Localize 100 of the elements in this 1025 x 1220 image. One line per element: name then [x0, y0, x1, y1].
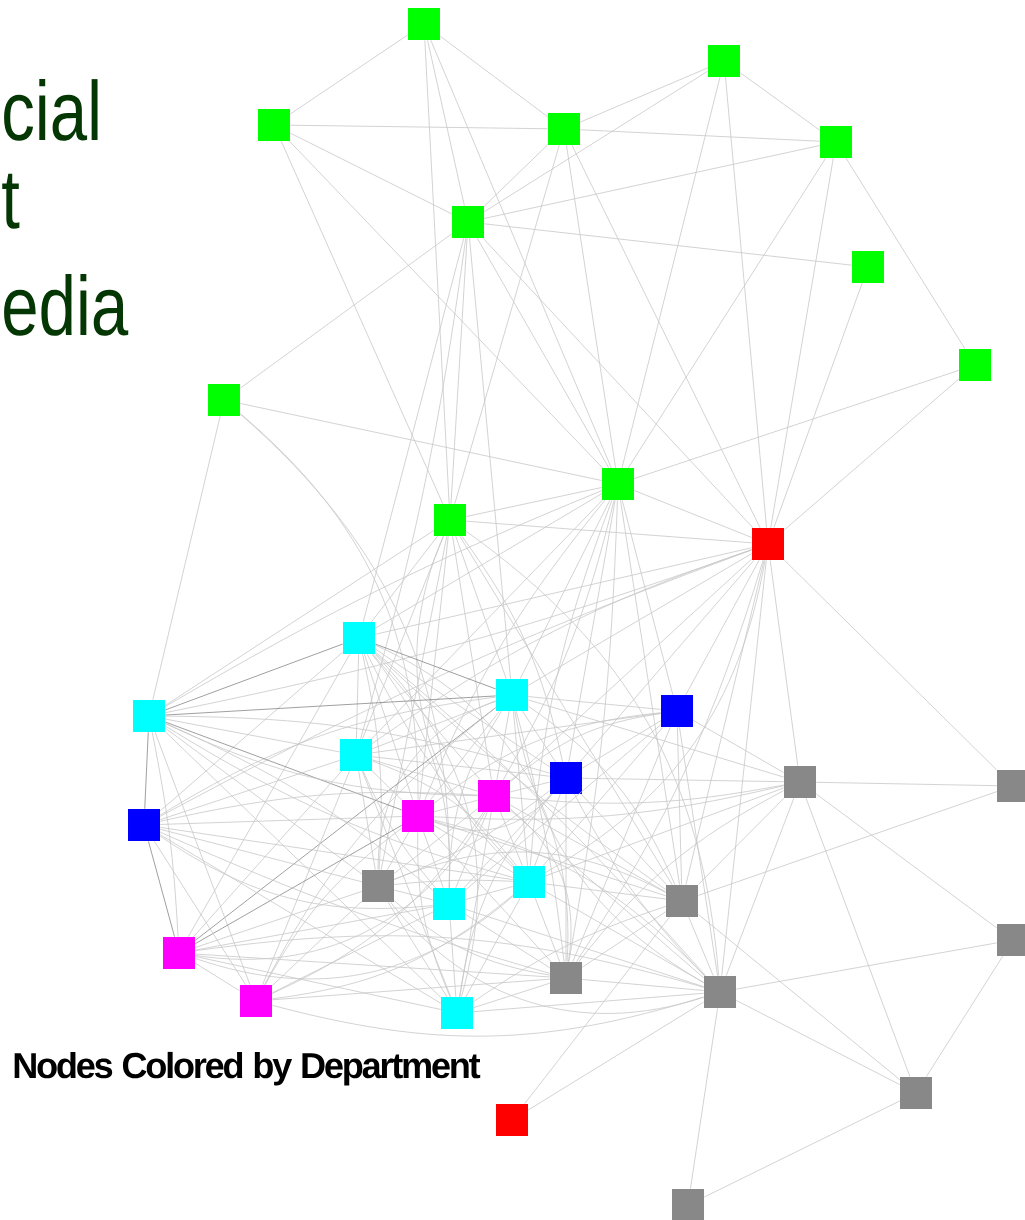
network-edge	[194, 811, 486, 960]
network-edge	[483, 145, 821, 219]
network-edge	[164, 725, 514, 878]
network-edge	[280, 140, 444, 505]
network-edge	[685, 559, 765, 886]
network-node	[441, 997, 473, 1029]
network-edge	[483, 223, 853, 266]
network-edge	[461, 535, 563, 763]
network-edge	[393, 851, 667, 893]
network-node	[163, 937, 195, 969]
network-edge	[633, 490, 753, 538]
network-edge	[509, 809, 705, 979]
network-node	[258, 109, 290, 141]
network-edge	[271, 811, 484, 994]
heading-fragment: t	[2, 173, 20, 229]
network-node	[820, 126, 852, 158]
network-edge	[289, 124, 549, 130]
network-edge	[544, 890, 705, 984]
network-edge	[579, 129, 821, 142]
network-edge	[465, 520, 753, 544]
network-edge	[159, 549, 753, 817]
network-edge	[262, 770, 350, 986]
network-edge	[271, 978, 551, 1001]
network-node	[340, 739, 372, 771]
network-edge	[544, 559, 766, 874]
network-edge	[362, 770, 436, 889]
network-node	[708, 45, 740, 77]
network-edge	[380, 535, 448, 871]
network-edge	[194, 906, 434, 951]
network-edge	[449, 919, 457, 998]
network-edge	[452, 535, 492, 781]
network-edge	[374, 643, 497, 690]
network-edge	[424, 39, 450, 505]
network-edge	[572, 726, 671, 963]
network-edge	[371, 756, 551, 777]
network-edge	[448, 710, 502, 889]
network-edge	[735, 942, 998, 990]
network-edge	[187, 653, 351, 938]
network-edge	[464, 913, 551, 969]
network-edge	[164, 722, 434, 891]
network-edge	[371, 770, 403, 801]
network-node	[496, 1104, 528, 1136]
network-edge	[454, 144, 560, 505]
network-edge	[463, 793, 552, 889]
network-edge	[677, 726, 682, 886]
network-edge	[627, 157, 827, 469]
network-edge	[439, 35, 549, 118]
network-edge	[164, 490, 603, 707]
network-edge	[472, 992, 705, 1013]
network-edge	[450, 237, 468, 505]
network-edge	[770, 157, 834, 529]
network-edge	[164, 721, 403, 811]
network-edge	[371, 759, 479, 792]
network-edge	[568, 499, 618, 963]
network-edge	[581, 777, 785, 783]
network-edge	[519, 499, 611, 680]
network-edge	[735, 1000, 901, 1086]
network-node	[513, 866, 545, 898]
network-edge	[194, 707, 497, 941]
network-edge	[193, 770, 342, 938]
network-edge	[455, 535, 507, 680]
network-node	[408, 8, 440, 40]
network-edge	[271, 900, 363, 987]
network-edge	[417, 831, 451, 998]
network-edge	[164, 727, 363, 875]
network-edge	[579, 559, 755, 763]
network-edge	[159, 791, 479, 822]
network-edge	[464, 724, 662, 891]
network-edge	[566, 144, 616, 469]
network-node	[666, 885, 698, 917]
network-edge	[534, 897, 561, 963]
network-node	[900, 1077, 932, 1109]
network-node	[402, 800, 434, 832]
network-edge	[509, 713, 662, 783]
network-edge	[419, 535, 449, 801]
network-edge	[424, 499, 606, 801]
network-edge	[433, 820, 667, 897]
network-edge	[459, 535, 673, 886]
network-edge	[371, 760, 517, 867]
network-edge	[374, 648, 551, 768]
network-edge	[194, 935, 705, 988]
network-edge	[925, 955, 1004, 1078]
network-edge	[159, 828, 363, 883]
network-edge	[469, 237, 511, 680]
network-node	[550, 962, 582, 994]
network-edge	[581, 979, 705, 991]
network-edge	[271, 996, 705, 1037]
network-edge	[264, 827, 403, 986]
network-edge	[815, 793, 998, 929]
network-edge	[685, 559, 760, 696]
network-edge	[578, 790, 785, 963]
network-node	[852, 251, 884, 283]
network-edge	[164, 695, 497, 716]
network-edge	[148, 840, 175, 938]
network-edge	[527, 705, 676, 886]
network-edge	[815, 781, 998, 787]
network-node	[997, 770, 1025, 802]
network-edge	[739, 72, 821, 131]
network-node	[452, 206, 484, 238]
network-edge	[544, 787, 785, 877]
